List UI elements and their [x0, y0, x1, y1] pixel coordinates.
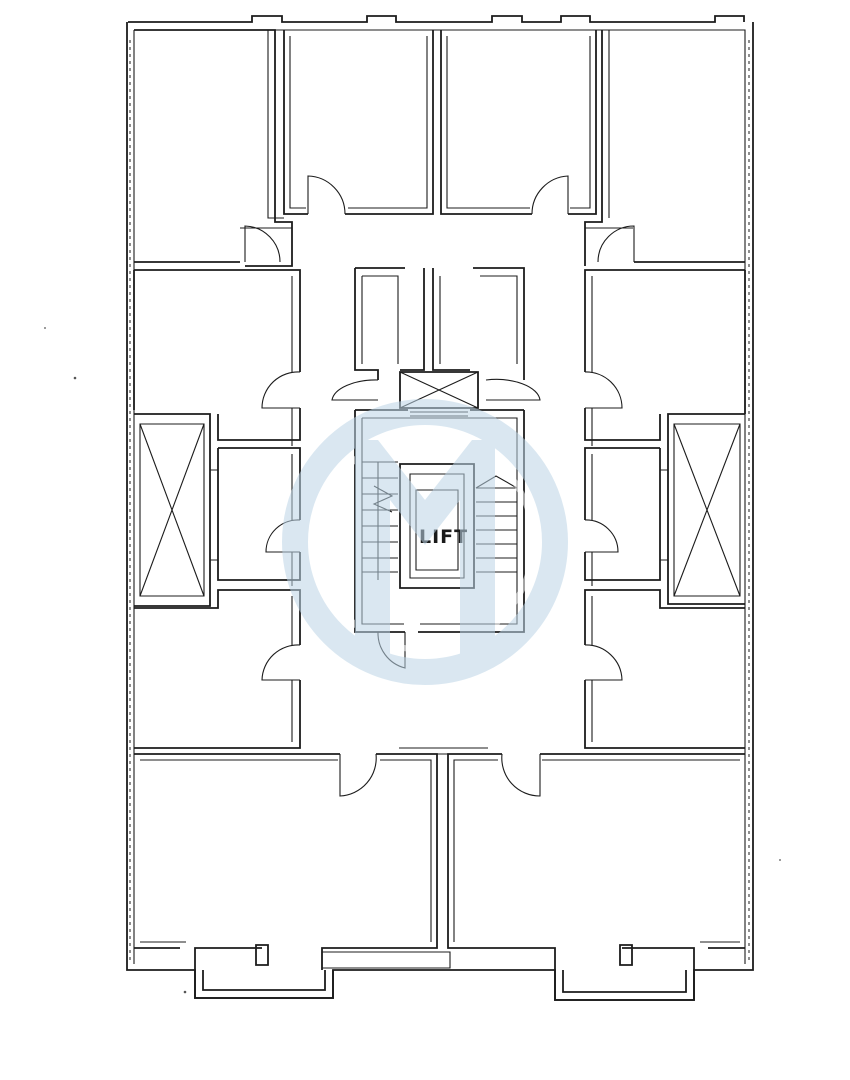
room-top-left: [134, 29, 293, 267]
door-bottom-right: [501, 753, 541, 797]
outer-wall-outline: [126, 15, 754, 1001]
door-right-lower: [584, 644, 623, 681]
shaft-left: [354, 267, 425, 380]
room-top-right: [584, 30, 745, 266]
outer-wall-inner-line: [133, 29, 746, 964]
outer-walls: [126, 15, 754, 1001]
room-right-upper: [584, 269, 746, 441]
door-right-middle: [584, 519, 619, 553]
circled-m-logo-watermark: [282, 399, 568, 685]
shaft-right: [432, 267, 525, 380]
room-top-center-right: [440, 30, 597, 215]
room-right-lower: [584, 589, 745, 749]
door-shaft-right: [485, 378, 541, 401]
balcony-right: [554, 970, 695, 1001]
door-top-right: [531, 175, 569, 215]
room-left-lower: [134, 589, 301, 749]
bottom-rooms: [134, 747, 745, 1001]
door-right-upper: [584, 371, 623, 409]
room-left-upper: [133, 269, 301, 441]
top-rooms: [134, 29, 745, 267]
room-right-middle: [584, 447, 661, 581]
scan-specks: [44, 327, 781, 994]
room-bottom-right: [447, 753, 745, 970]
right-wing-rooms: [584, 269, 746, 749]
door-shaft-left: [331, 379, 379, 401]
room-top-center-left: [283, 30, 434, 215]
door-bottom-left: [339, 753, 377, 797]
door-top-left: [307, 175, 346, 215]
balcony-left: [194, 970, 334, 999]
door-corridor-right: [597, 225, 635, 263]
door-corridor-left: [244, 225, 281, 263]
door-left-upper: [261, 371, 301, 409]
door-left-lower: [261, 644, 301, 681]
room-bottom-left: [134, 753, 438, 970]
closet-left: [134, 413, 211, 607]
left-wing-rooms: [133, 269, 301, 749]
